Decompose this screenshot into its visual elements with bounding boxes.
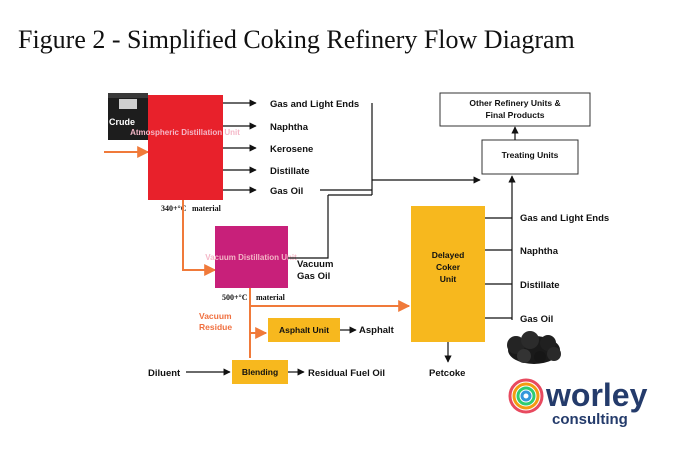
atm-output-gas-oil: Gas Oil bbox=[270, 186, 303, 197]
vacuum-unit-label: Vacuum Distillation Unit bbox=[205, 253, 297, 262]
coker-output-gas-light-ends: Gas and Light Ends bbox=[520, 213, 609, 224]
atmospheric-outputs: Gas and Light Ends Naphtha Kerosene Dist… bbox=[223, 99, 359, 197]
petcoke-image bbox=[507, 331, 561, 364]
temp-340-label: 340+°C bbox=[161, 204, 187, 213]
blending-unit bbox=[232, 360, 288, 384]
coker-output-distillate: Distillate bbox=[520, 280, 560, 291]
atmospheric-distillation-unit bbox=[148, 95, 223, 200]
atm-output-distillate: Distillate bbox=[270, 166, 310, 177]
vacuum-gas-oil-label-2: Gas Oil bbox=[297, 271, 330, 282]
temp-340-material-label: material bbox=[192, 204, 222, 213]
crude-drum: Crude bbox=[108, 93, 148, 140]
worley-logo: worley consulting bbox=[508, 377, 648, 428]
vacuum-residue-label-1: Vacuum bbox=[199, 311, 232, 321]
vacuum-gas-oil-line bbox=[288, 195, 329, 259]
asphalt-unit-label: Asphalt Unit bbox=[279, 325, 329, 335]
crude-label: Crude bbox=[109, 117, 135, 127]
other-refinery-label-2: Final Products bbox=[485, 110, 544, 120]
atm-output-gas-light-ends: Gas and Light Ends bbox=[270, 99, 359, 110]
coker-output-naphtha: Naphtha bbox=[520, 246, 559, 257]
temp-500-material-label: material bbox=[256, 293, 286, 302]
coker-label-3: Unit bbox=[440, 274, 457, 284]
treating-units-label: Treating Units bbox=[502, 150, 559, 160]
blending-label: Blending bbox=[242, 367, 278, 377]
petcoke-label: Petcoke bbox=[429, 368, 465, 379]
treating-units-box bbox=[481, 139, 579, 175]
asphalt-unit bbox=[268, 318, 340, 342]
vacuum-residue-label-2: Residue bbox=[199, 322, 232, 332]
coker-label-1: Delayed bbox=[432, 250, 465, 260]
vacuum-gas-oil-label-1: Vacuum bbox=[297, 259, 333, 270]
other-refinery-units-box bbox=[439, 92, 591, 127]
coker-label-2: Coker bbox=[436, 262, 461, 272]
vacuum-distillation-unit bbox=[215, 226, 288, 288]
atm-output-kerosene: Kerosene bbox=[270, 144, 313, 155]
logo-wordmark: worley bbox=[545, 377, 648, 413]
residual-fuel-oil-label: Residual Fuel Oil bbox=[308, 368, 385, 379]
atm-output-naphtha: Naphtha bbox=[270, 122, 309, 133]
asphalt-output-label: Asphalt bbox=[359, 325, 395, 336]
delayed-coker-unit bbox=[411, 206, 485, 342]
atmospheric-unit-label: Atmospheric Distillation Unit bbox=[130, 128, 240, 137]
other-refinery-label-1: Other Refinery Units & bbox=[469, 98, 560, 108]
atm-to-vacuum-flow bbox=[182, 200, 217, 276]
coker-output-gas-oil: Gas Oil bbox=[520, 314, 553, 325]
diluent-label: Diluent bbox=[148, 368, 181, 379]
page-title: Figure 2 - Simplified Coking Refinery Fl… bbox=[18, 25, 575, 54]
temp-500-label: 500+°C bbox=[222, 293, 248, 302]
logo-subtitle: consulting bbox=[552, 411, 628, 428]
coker-outputs: Gas and Light Ends Naphtha Distillate Ga… bbox=[485, 213, 609, 325]
